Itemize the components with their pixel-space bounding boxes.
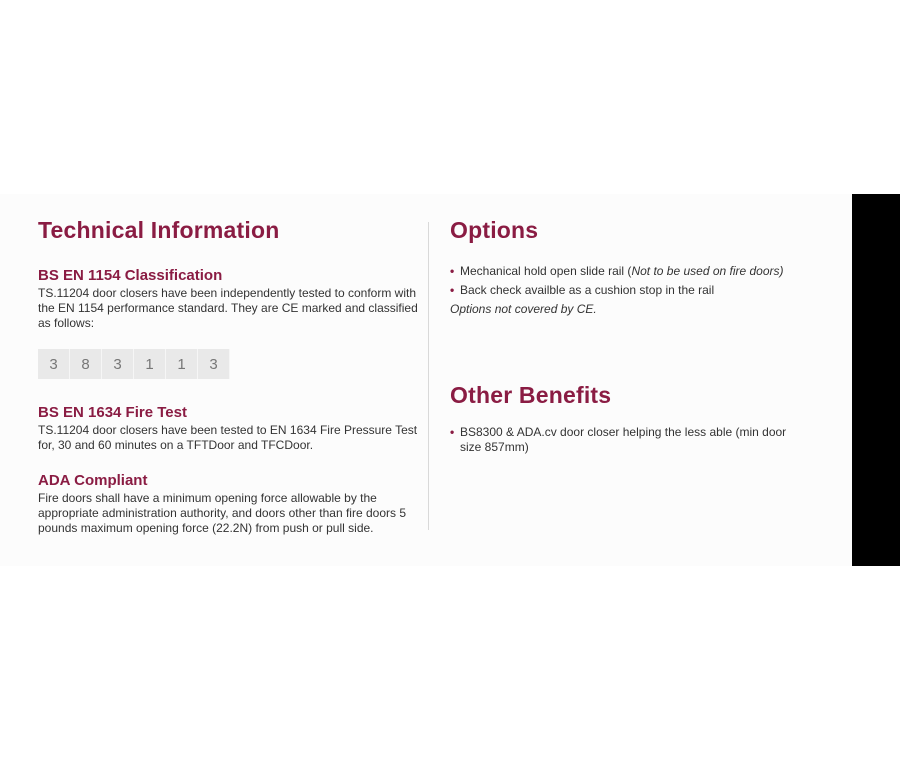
bullet-icon: • bbox=[450, 264, 455, 278]
bullet-icon: • bbox=[450, 283, 455, 297]
benefits-list: • BS8300 & ADA.cv door closer helping the… bbox=[450, 425, 810, 455]
classification-digit: 3 bbox=[198, 349, 230, 379]
list-item: • BS8300 & ADA.cv door closer helping the… bbox=[450, 425, 810, 455]
benefit-bs8300-text: BS8300 & ADA.cv door closer helping the … bbox=[460, 425, 787, 454]
options-ce-note: Options not covered by CE. bbox=[450, 302, 597, 316]
classification-digit: 8 bbox=[70, 349, 102, 379]
technical-information-column: Technical Information BS EN 1154 Classif… bbox=[38, 214, 418, 536]
list-item: • Back check availble as a cushion stop i… bbox=[450, 283, 810, 298]
black-side-bar bbox=[852, 194, 900, 566]
options-list: • Mechanical hold open slide rail (Not to… bbox=[450, 264, 810, 298]
technical-information-title: Technical Information bbox=[38, 217, 280, 243]
ada-compliant-heading: ADA Compliant bbox=[38, 472, 148, 489]
options-title: Options bbox=[450, 217, 539, 243]
other-benefits-title: Other Benefits bbox=[450, 382, 612, 408]
option-back-check-text: Back check availble as a cushion stop in… bbox=[460, 283, 715, 297]
bs-en-1634-text: TS.11204 door closers have been tested t… bbox=[38, 423, 418, 452]
options-column: Options • Mechanical hold open slide rail… bbox=[450, 214, 810, 459]
bs-en-1154-heading: BS EN 1154 Classification bbox=[38, 267, 223, 284]
bs-en-1634-heading: BS EN 1634 Fire Test bbox=[38, 404, 187, 421]
classification-digit: 3 bbox=[38, 349, 70, 379]
bullet-icon: • bbox=[450, 425, 455, 439]
option-hold-open-note: Not to be used on fire doors) bbox=[631, 264, 784, 278]
bs-en-1154-text: TS.11204 door closers have been independ… bbox=[38, 286, 418, 330]
list-item: • Mechanical hold open slide rail (Not to… bbox=[450, 264, 810, 279]
column-divider bbox=[428, 222, 429, 530]
content-panel bbox=[0, 194, 852, 566]
classification-digit: 3 bbox=[102, 349, 134, 379]
classification-digits: 3 8 3 1 1 3 bbox=[38, 349, 418, 379]
classification-digit: 1 bbox=[134, 349, 166, 379]
classification-digit: 1 bbox=[166, 349, 198, 379]
option-hold-open-text: Mechanical hold open slide rail ( bbox=[460, 264, 632, 278]
ada-compliant-text: Fire doors shall have a minimum opening … bbox=[38, 491, 406, 535]
